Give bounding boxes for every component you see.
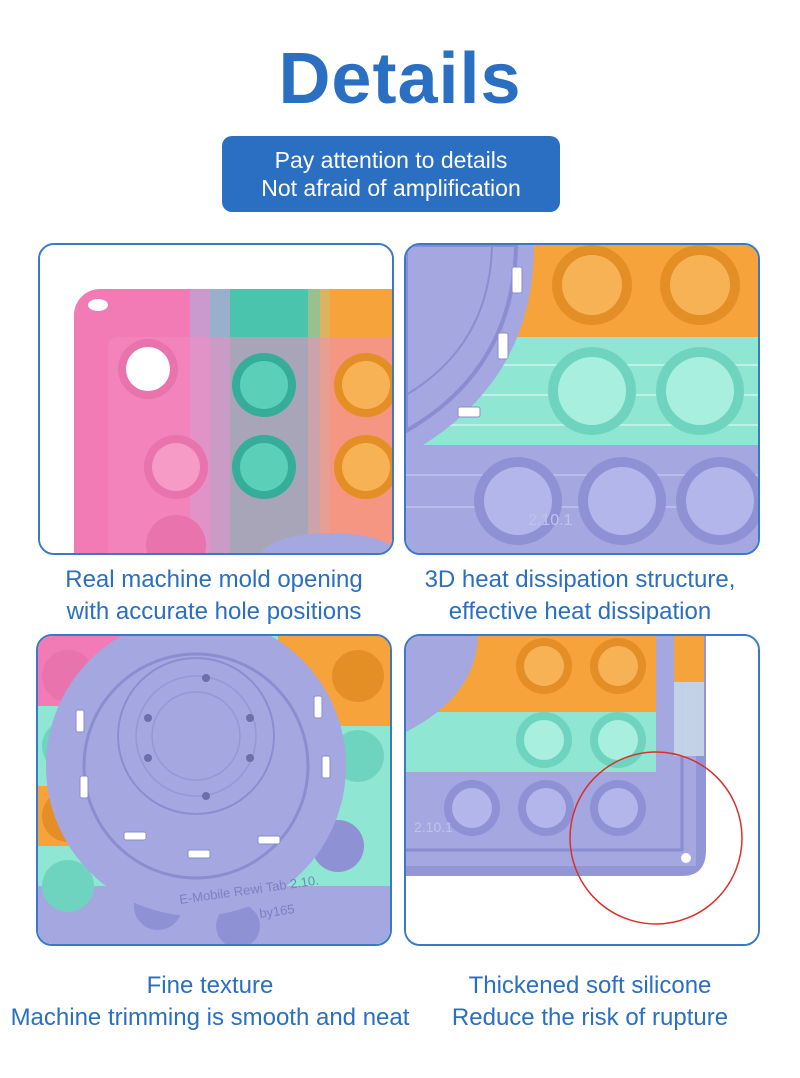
- detail-photo-thickened-silicone: 2.10.1: [404, 634, 760, 946]
- detail-photo-heat-dissipation: 2.10.1: [404, 243, 760, 555]
- caption-line-1: Fine texture: [146, 972, 274, 999]
- engraving-text: 2.10.1: [414, 819, 453, 835]
- page-title: Details: [278, 39, 522, 119]
- caption-thickened-silicone: Thickened soft silicone Reduce the risk …: [390, 970, 790, 1034]
- fine-texture-illustration: E-Mobile Rewi Tab 2.10. by165: [38, 636, 390, 944]
- detail-photo-fine-texture: E-Mobile Rewi Tab 2.10. by165: [36, 634, 392, 946]
- detail-photo-mold-opening: [38, 243, 394, 555]
- caption-fine-texture: Fine texture Machine trimming is smooth …: [10, 970, 410, 1034]
- engraving-text: 2.10.1: [528, 512, 573, 529]
- caption-line-1: 3D heat dissipation structure,: [424, 566, 736, 593]
- banner-line-1: Pay attention to details: [274, 147, 508, 173]
- mold-opening-illustration: [40, 245, 392, 553]
- caption-line-2: effective heat dissipation: [448, 598, 712, 625]
- caption-line-2: with accurate hole positions: [66, 598, 362, 625]
- highlight-circle: [569, 751, 743, 925]
- thickened-silicone-illustration: 2.10.1: [406, 636, 758, 944]
- heat-dissipation-illustration: 2.10.1: [406, 245, 758, 553]
- caption-line-2: Reduce the risk of rupture: [451, 1004, 729, 1031]
- caption-line-2: Machine trimming is smooth and neat: [10, 1004, 410, 1031]
- subtitle-banner: Pay attention to details Not afraid of a…: [222, 136, 560, 212]
- banner-line-2: Not afraid of amplification: [261, 175, 521, 201]
- engraving-text-line-2: by165: [258, 901, 295, 921]
- caption-line-1: Thickened soft silicone: [468, 972, 712, 999]
- caption-heat-dissipation: 3D heat dissipation structure, effective…: [404, 564, 756, 628]
- caption-mold-opening: Real machine mold opening with accurate …: [38, 564, 390, 628]
- caption-line-1: Real machine mold opening: [65, 566, 363, 593]
